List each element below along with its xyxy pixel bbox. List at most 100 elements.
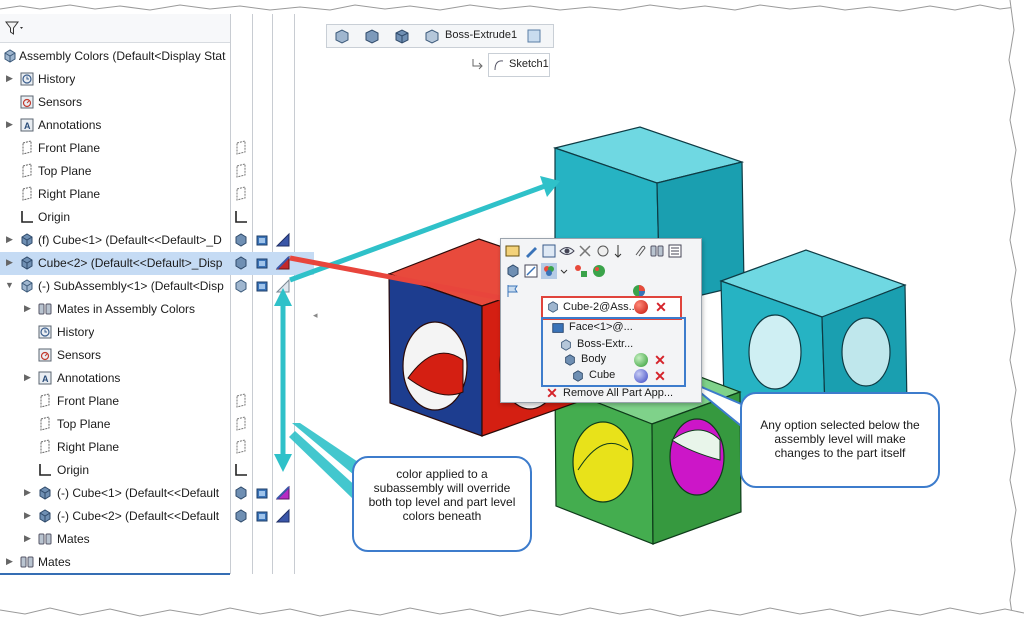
chevron-down-icon[interactable] bbox=[559, 263, 575, 279]
tree-item-sub-history[interactable]: History bbox=[0, 321, 314, 344]
tree-item-right-plane[interactable]: Right Plane bbox=[0, 183, 314, 206]
suppress-icon[interactable] bbox=[577, 243, 593, 259]
tree-item-sub-annotations[interactable]: ▶ A Annotations bbox=[0, 367, 314, 390]
callout-text: Any option selected below the assembly l… bbox=[760, 418, 920, 460]
render-icon[interactable] bbox=[591, 263, 607, 279]
attach-icon[interactable] bbox=[631, 243, 647, 259]
tree-item-sub-front-plane[interactable]: Front Plane bbox=[0, 390, 314, 413]
breadcrumb-subassembly-icon[interactable] bbox=[363, 25, 385, 47]
tree-item-mates-in-assembly[interactable]: ▶ Mates in Assembly Colors bbox=[0, 298, 314, 321]
appearance-icon[interactable] bbox=[275, 485, 291, 501]
collapse-arrow-icon[interactable]: ▼ bbox=[5, 280, 14, 290]
tree-item-front-plane[interactable]: Front Plane bbox=[0, 137, 314, 160]
tree-item-history[interactable]: ▶ History bbox=[0, 68, 314, 91]
appearance-icon[interactable] bbox=[275, 508, 291, 524]
color-wheel-icon[interactable] bbox=[631, 283, 647, 299]
expand-arrow-icon[interactable]: ▶ bbox=[6, 556, 13, 566]
breadcrumb-part-icon[interactable] bbox=[393, 25, 415, 47]
appearance-icon[interactable] bbox=[541, 263, 557, 279]
display-state-icon[interactable] bbox=[254, 485, 270, 501]
tree-item-subassembly[interactable]: ▼ (-) SubAssembly<1> (Default<Disp bbox=[0, 275, 314, 298]
tree-item-label: Top Plane bbox=[57, 417, 111, 431]
expand-arrow-icon[interactable]: ▶ bbox=[24, 533, 31, 543]
tree-item-label: Mates bbox=[38, 555, 71, 569]
expand-arrow-icon[interactable]: ▶ bbox=[24, 487, 31, 497]
sort-icon[interactable] bbox=[613, 243, 629, 259]
component-icon[interactable] bbox=[505, 263, 521, 279]
appearance-icon[interactable] bbox=[275, 278, 291, 294]
part-icon bbox=[233, 232, 249, 248]
remove-icon[interactable]: ✕ bbox=[655, 299, 667, 315]
tree-item-sub-mates[interactable]: ▶ Mates bbox=[0, 528, 314, 551]
tree-item-sub-cube1[interactable]: ▶ (-) Cube<1> (Default<<Default bbox=[0, 482, 314, 505]
menu-item-remove-all[interactable]: ✕ Remove All Part App... bbox=[545, 385, 695, 401]
menu-item-cube2-assembly[interactable]: Cube-2@Ass... ✕ bbox=[541, 296, 682, 320]
appearance-icon[interactable] bbox=[275, 255, 291, 271]
tree-item-label: (-) SubAssembly<1> (Default<Disp bbox=[38, 279, 224, 293]
breadcrumb-assembly-icon[interactable] bbox=[333, 25, 355, 47]
breadcrumb-face-icon[interactable] bbox=[525, 25, 545, 47]
tree-item-sub-origin[interactable]: Origin bbox=[0, 459, 314, 482]
menu-item-face[interactable]: Face<1>@... bbox=[551, 320, 681, 336]
assembly-icon bbox=[233, 278, 249, 294]
color-shapes-icon[interactable] bbox=[573, 263, 589, 279]
callout-text: color applied to a subassembly will over… bbox=[368, 467, 516, 523]
tree-item-label: Mates bbox=[57, 532, 90, 546]
expand-arrow-icon[interactable]: ▶ bbox=[6, 234, 13, 244]
expand-arrow-icon[interactable]: ▶ bbox=[24, 303, 31, 313]
filter-icon[interactable] bbox=[4, 20, 26, 36]
mates-icon[interactable] bbox=[649, 243, 665, 259]
indent-arrow-icon bbox=[470, 57, 484, 71]
display-state-icon[interactable] bbox=[254, 255, 270, 271]
breadcrumb-boss-extrude[interactable]: Boss-Extrude1 bbox=[445, 29, 518, 41]
tree-item-sub-sensors[interactable]: Sensors bbox=[0, 344, 314, 367]
panel-resize-handle[interactable]: ◂ bbox=[313, 310, 318, 320]
breadcrumb-feature-icon[interactable] bbox=[423, 25, 443, 47]
expand-arrow-icon[interactable]: ▶ bbox=[24, 372, 31, 382]
menu-item-label: Face<1>@... bbox=[569, 321, 633, 333]
menu-item-boss-extrude[interactable]: Boss-Extr... bbox=[559, 337, 681, 353]
tree-item-cube2[interactable]: ▶ Cube<2> (Default<<Default>_Disp bbox=[0, 252, 314, 275]
green-appearance-swatch[interactable] bbox=[634, 353, 648, 367]
tree-item-origin[interactable]: Origin bbox=[0, 206, 314, 229]
breadcrumb-sketch[interactable]: Sketch1 bbox=[488, 53, 550, 77]
edit-part-icon[interactable] bbox=[523, 243, 539, 259]
tree-item-mates[interactable]: ▶ Mates bbox=[0, 551, 314, 574]
hide-icon[interactable] bbox=[559, 243, 575, 259]
origin-icon bbox=[233, 462, 249, 478]
blue-appearance-swatch[interactable] bbox=[634, 369, 648, 383]
flag-icon[interactable] bbox=[505, 283, 521, 299]
display-state-icon[interactable] bbox=[254, 508, 270, 524]
tree-item-label: Right Plane bbox=[38, 187, 101, 201]
display-state-icon[interactable] bbox=[254, 278, 270, 294]
tree-item-cube1[interactable]: ▶ (f) Cube<1> (Default<<Default>_D bbox=[0, 229, 314, 252]
sensor-icon bbox=[19, 94, 35, 110]
plane-icon bbox=[37, 439, 53, 455]
component-properties-icon[interactable] bbox=[541, 243, 557, 259]
tree-item-sensors[interactable]: Sensors bbox=[0, 91, 314, 114]
tree-item-sub-top-plane[interactable]: Top Plane bbox=[0, 413, 314, 436]
tree-root-row[interactable]: Assembly Colors (Default<Display Stat bbox=[0, 45, 314, 68]
tree-item-sub-right-plane[interactable]: Right Plane bbox=[0, 436, 314, 459]
red-appearance-swatch[interactable] bbox=[634, 300, 648, 314]
expand-arrow-icon[interactable]: ▶ bbox=[6, 73, 13, 83]
expand-arrow-icon[interactable]: ▶ bbox=[24, 510, 31, 520]
expand-arrow-icon[interactable]: ▶ bbox=[6, 257, 13, 267]
tree-item-top-plane[interactable]: Top Plane bbox=[0, 160, 314, 183]
open-part-icon[interactable] bbox=[505, 243, 521, 259]
tree-item-sub-cube2[interactable]: ▶ (-) Cube<2> (Default<<Default bbox=[0, 505, 314, 528]
menu-item-cube[interactable]: Cube ✕ bbox=[571, 368, 683, 384]
tree-item-annotations[interactable]: ▶ A Annotations bbox=[0, 114, 314, 137]
part-icon bbox=[37, 508, 53, 524]
expand-arrow-icon[interactable]: ▶ bbox=[6, 119, 13, 129]
annotation-icon: A bbox=[37, 370, 53, 386]
isolate-icon[interactable] bbox=[595, 243, 611, 259]
remove-icon[interactable]: ✕ bbox=[654, 368, 666, 384]
edit-sketch-icon[interactable] bbox=[523, 263, 539, 279]
appearance-icon[interactable] bbox=[275, 232, 291, 248]
remove-icon: ✕ bbox=[546, 385, 558, 401]
remove-icon[interactable]: ✕ bbox=[654, 352, 666, 368]
list-icon[interactable] bbox=[667, 243, 683, 259]
display-state-icon[interactable] bbox=[254, 232, 270, 248]
menu-item-body[interactable]: Body ✕ bbox=[563, 352, 683, 368]
